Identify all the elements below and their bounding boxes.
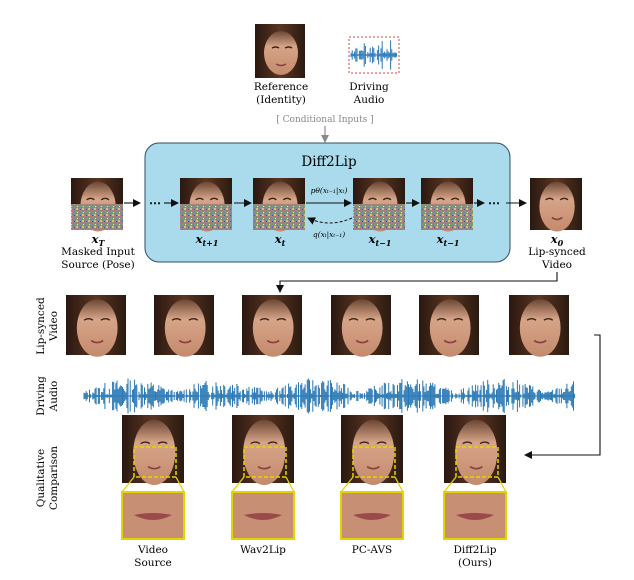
reverse-label: q(xₜ|xₜ₋₁)	[313, 230, 345, 239]
comparison-face-1	[232, 415, 294, 486]
frame-label-3: xt−1	[368, 232, 392, 248]
comparison-face-0	[122, 415, 184, 486]
driving-audio-waveform-small	[350, 40, 398, 70]
mouth-highlight-box	[243, 446, 287, 478]
frame-label-0: xT	[91, 232, 106, 248]
frame-2	[253, 178, 305, 232]
frame-label-5: x0	[550, 232, 564, 248]
model-title: Diff2Lip	[301, 154, 356, 170]
row-label-qual-1: Qualitative	[35, 449, 47, 508]
reference-label-2: (Identity)	[256, 94, 306, 106]
comparison-label-0: Video	[137, 544, 168, 556]
forward-label: pθ(xₜ₋₁|xₜ)	[311, 186, 348, 195]
conditional-inputs-label: [ Conditional Inputs ]	[276, 115, 373, 125]
output-caption-1: Lip-synced	[528, 246, 586, 258]
input-caption-2: Source (Pose)	[61, 259, 135, 271]
row-label-video-2: Video	[48, 311, 60, 342]
comparison-label-2: PC-AVS	[352, 544, 392, 556]
dots-right: ⋯	[488, 196, 500, 210]
frame-5	[530, 178, 582, 232]
row-label-video-1: Lip-synced	[35, 297, 47, 355]
driving-audio-waveform	[83, 378, 576, 414]
video-frame-1	[154, 295, 214, 357]
output-caption-2: Video	[541, 259, 572, 271]
mouth-zoom-3	[443, 491, 507, 540]
frame-label-1: xt+1	[195, 232, 219, 248]
video-frame-4	[419, 295, 479, 357]
reference-face	[255, 24, 305, 78]
frame-1	[180, 178, 232, 232]
dots-left: ⋯	[149, 196, 161, 210]
video-frame-5	[509, 295, 569, 357]
row-label-audio-1: Driving	[35, 376, 47, 416]
reference-label-1: Reference	[254, 81, 308, 93]
comparison-label-3: Diff2Lip	[454, 544, 497, 556]
comparison-sublabel-0: Source	[134, 557, 171, 569]
frame-label-2: xt	[274, 232, 286, 248]
comparison-column-2: PC-AVS	[340, 415, 404, 556]
frame-label-4: xt−1	[436, 232, 460, 248]
row-label-audio-2: Audio	[48, 381, 60, 413]
comparison-column-3: Diff2Lip(Ours)	[443, 415, 507, 569]
video-to-comparison-connector	[524, 334, 601, 459]
comparison-face-2	[341, 415, 403, 486]
comparison-face-3	[444, 415, 506, 486]
comparison-sublabel-3: (Ours)	[458, 557, 492, 569]
audio-label-2: Audio	[353, 94, 385, 106]
reverse-dashed-arrow	[307, 217, 353, 225]
video-frame-3	[331, 295, 391, 357]
mouth-highlight-box	[455, 446, 499, 478]
video-frame-0	[66, 295, 126, 357]
mouth-highlight-box	[133, 446, 177, 478]
comparison-column-1: Wav2Lip	[231, 415, 295, 556]
audio-label-1: Driving	[349, 81, 389, 93]
frame-3	[353, 178, 405, 232]
video-frame-2	[242, 295, 302, 357]
row-label-qual-2: Comparison	[48, 446, 60, 510]
mouth-zoom-2	[340, 491, 404, 540]
frame-4	[421, 178, 473, 232]
frame-0	[71, 178, 123, 232]
mouth-highlight-box	[352, 446, 396, 478]
mouth-zoom-1	[231, 491, 295, 540]
input-caption-1: Masked Input	[61, 246, 135, 258]
mouth-zoom-0	[121, 491, 185, 540]
output-to-video-connector	[276, 272, 558, 293]
comparison-label-1: Wav2Lip	[240, 544, 286, 556]
driving-audio-box	[348, 36, 400, 74]
